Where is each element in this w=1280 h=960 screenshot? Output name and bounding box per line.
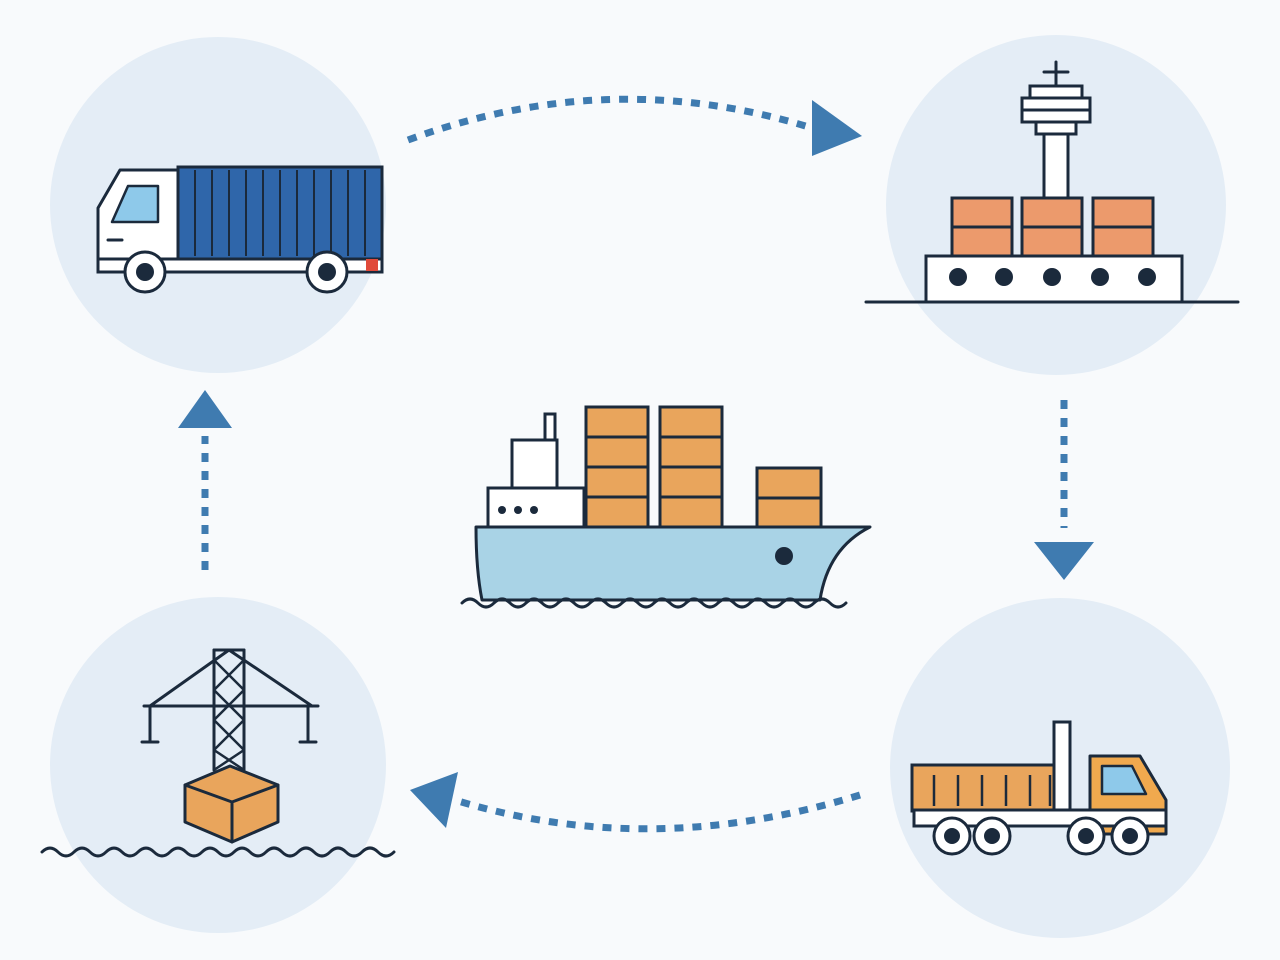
flow-arrow-crane-to-truck — [178, 390, 232, 570]
flow-arrow-truck-to-port — [406, 95, 862, 156]
node-circle-crane — [50, 597, 386, 933]
flow-arrow-port-to-delivery — [1034, 400, 1094, 580]
harbor-crane-icon — [40, 648, 396, 858]
port-terminal-icon — [864, 60, 1240, 304]
delivery-truck-icon — [910, 720, 1168, 856]
flow-arrow-delivery-to-crane — [410, 772, 862, 833]
cargo-ship-icon — [460, 405, 872, 609]
container-truck-icon — [96, 165, 384, 294]
